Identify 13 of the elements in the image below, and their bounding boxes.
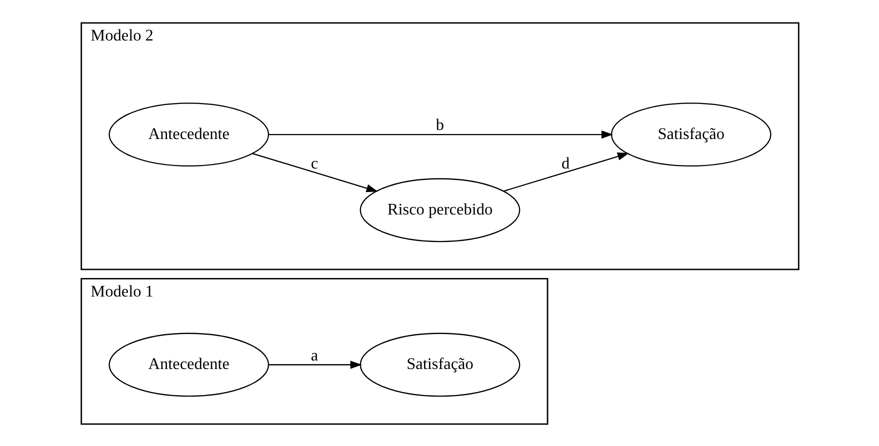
arrow <box>502 152 629 192</box>
edge-label: c <box>310 154 318 172</box>
node-ellipse: Satisfação <box>610 102 771 166</box>
arrow <box>268 130 613 138</box>
edge-label: a <box>310 346 318 364</box>
edge-label: b <box>435 116 444 134</box>
node-ellipse: Satisfação <box>359 332 520 396</box>
arrow <box>252 152 378 192</box>
node-ellipse: Antecedente <box>108 102 269 166</box>
node-ellipse: Risco percebido <box>359 178 520 242</box>
edge-label: d <box>560 154 570 172</box>
node-ellipse: Antecedente <box>108 332 269 396</box>
arrow <box>268 360 362 368</box>
